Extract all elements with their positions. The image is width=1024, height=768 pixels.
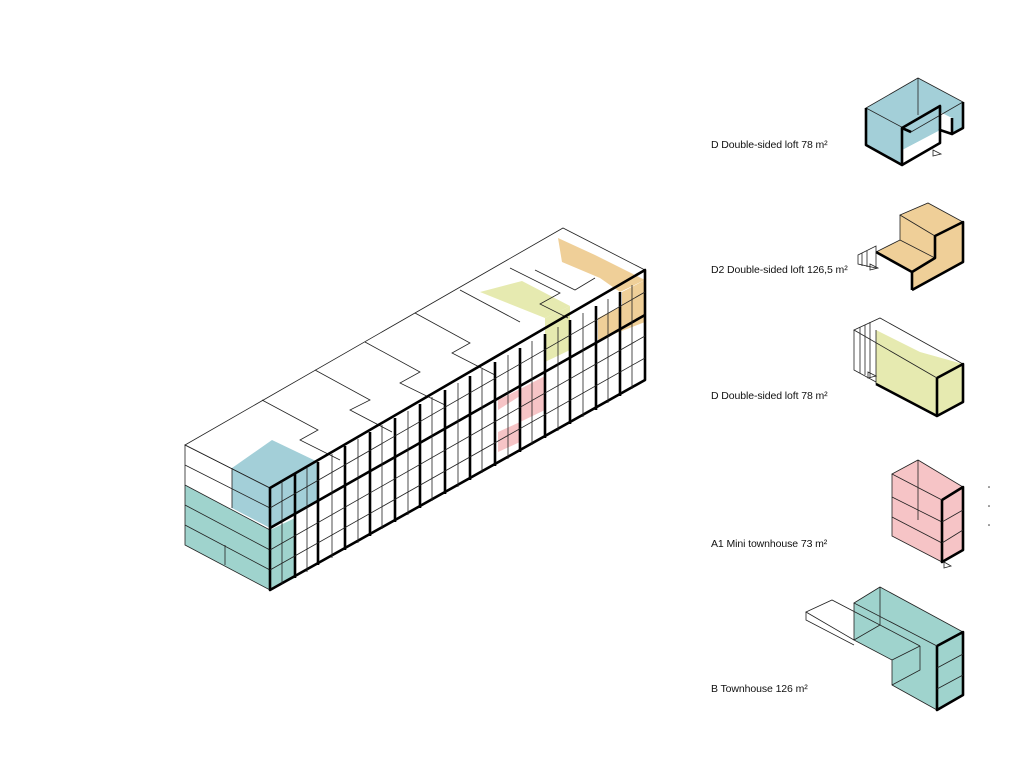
townhouse-unit-pink-icon — [891, 459, 965, 569]
unit-label-d2-orange: D2 Double-sided loft 126,5 m² — [711, 264, 848, 276]
building-unit-orange — [558, 238, 645, 292]
unit-label-d-yellow: D Double-sided loft 78 m² — [711, 390, 828, 402]
unit-label-d-blue: D Double-sided loft 78 m² — [711, 139, 828, 151]
unit-label-b-teal: B Townhouse 126 m² — [711, 683, 808, 695]
townhouse-unit-teal-icon — [805, 586, 965, 712]
unit-label-a1-pink: A1 Mini townhouse 73 m² — [711, 538, 828, 550]
building-block — [184, 227, 647, 592]
building-unit-pink — [498, 376, 545, 422]
building-unit-yellow-front — [545, 306, 570, 362]
building-unit-orange-front — [598, 280, 645, 340]
building-unit-teal — [185, 485, 270, 590]
loft-unit-orange-icon — [857, 202, 965, 292]
edge-marks — [988, 486, 990, 526]
loft-unit-yellow-icon — [853, 317, 965, 418]
building-front-face — [268, 268, 647, 592]
building-unit-pink-front — [498, 422, 520, 452]
loft-unit-blue-icon — [864, 77, 965, 167]
building-unit-teal-front — [270, 518, 295, 590]
building-unit-yellow — [480, 281, 570, 318]
